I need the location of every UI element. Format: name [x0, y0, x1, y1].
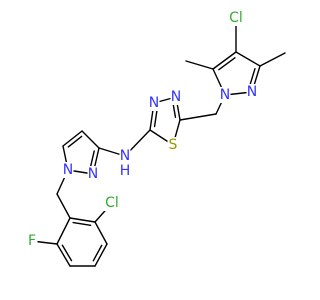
atom-background [87, 166, 99, 182]
atom-f1: F [26, 233, 38, 249]
atom-background [167, 137, 179, 153]
double-bond-c4-c5 [218, 57, 236, 71]
atom-label-nh: N [120, 148, 130, 164]
atom-n5: N [87, 166, 99, 182]
atom-n2: N [246, 84, 258, 100]
bond-b3-b4 [94, 243, 108, 267]
bond-c3-c4 [235, 51, 261, 67]
atom-background [246, 84, 258, 100]
atom-cl2: Cl [103, 195, 121, 211]
atom-background [62, 162, 74, 178]
bond-b1-b2 [69, 217, 96, 223]
atom-label-f1: F [28, 233, 36, 249]
bond-c4-c5 [212, 51, 237, 70]
bond-b2-b3 [94, 221, 108, 245]
bond-b5-b6 [56, 243, 71, 267]
atom-label-cl1: Cl [229, 10, 243, 26]
atom-label-n4: N [171, 89, 181, 105]
double-bond-b5-b6 [61, 244, 73, 262]
double-bond-n2-c3 [248, 68, 256, 88]
atom-background [103, 195, 121, 211]
atom-label-n1: N [220, 87, 230, 103]
bond-ch2b-b1 [56, 193, 71, 219]
atom-nh: N [119, 148, 131, 164]
atom-label-n3: N [149, 95, 159, 111]
atom-background [219, 87, 231, 103]
bond-c5p-c4p [62, 130, 83, 147]
atom-cl1: Cl [227, 10, 245, 26]
atom-label-cl2: Cl [105, 195, 119, 211]
bond-c4p-c3p [81, 130, 100, 149]
atom-h1: H [119, 163, 131, 179]
atom-background [148, 95, 160, 111]
atom-background [119, 148, 131, 164]
atom-label-s1: S [169, 137, 178, 153]
atom-label-n6: N [63, 162, 73, 178]
atom-s1: S [167, 137, 179, 153]
bond-c3-me3 [259, 52, 286, 67]
atom-label-n2: N [247, 84, 257, 100]
atom-background [227, 10, 245, 26]
atom-label-h1: H [120, 163, 131, 179]
bond-b6-b1 [56, 217, 71, 245]
bond-ch2a-c5t [179, 113, 217, 121]
atom-label-n5: N [88, 166, 98, 182]
bond-c5-me5 [185, 60, 214, 70]
atom-n1: N [219, 87, 231, 103]
atom-n3: N [148, 95, 160, 111]
atom-n6: N [62, 162, 74, 178]
atom-background [170, 89, 182, 105]
double-bond-b3-b4 [92, 244, 103, 262]
atom-background [119, 163, 131, 179]
atom-n4: N [170, 89, 182, 105]
double-bond-b1-b2 [72, 221, 92, 227]
double-bond-c5p-c4p [67, 135, 83, 148]
bond-layer [31, 17, 286, 267]
atom-background [26, 233, 38, 249]
